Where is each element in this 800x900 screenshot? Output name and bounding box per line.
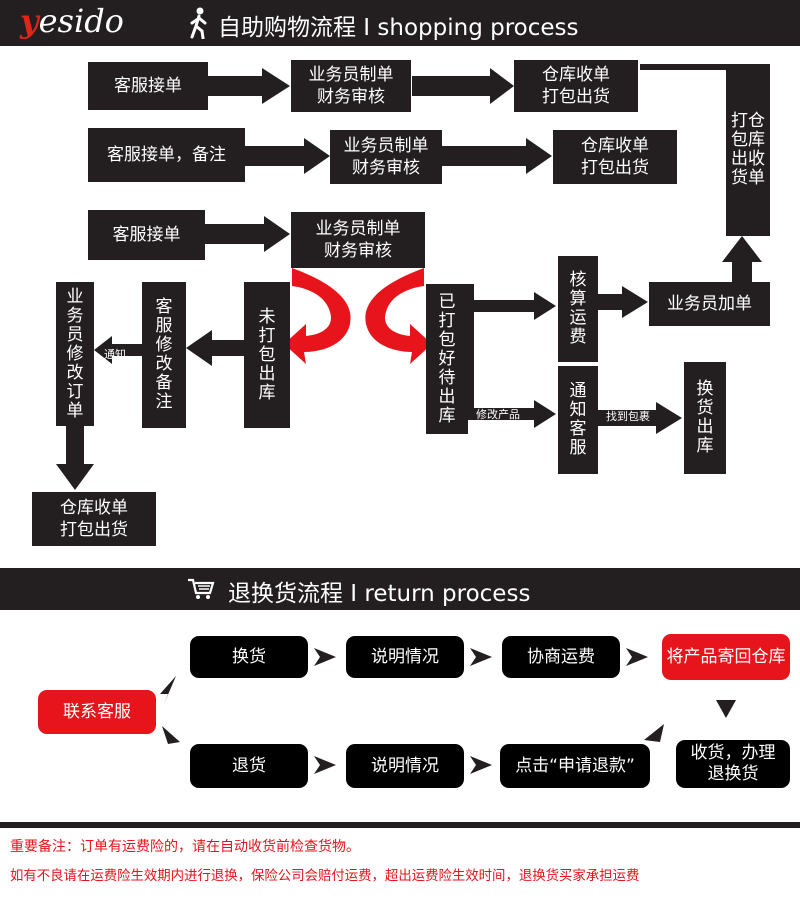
modify-product-label: 修改产品 bbox=[476, 408, 520, 421]
warehouse-pack-ship-2: 仓库收单 打包出货 bbox=[553, 130, 677, 184]
sales-edit-order-box: 业 务 员 修 改 订 单 bbox=[56, 282, 94, 426]
return-header-bar: 退换货流程 I return process bbox=[0, 568, 800, 610]
contact-cs-box: 联系客服 bbox=[38, 690, 156, 734]
brand-logo: yesido bbox=[20, 2, 124, 40]
find-parcel-label: 找到包裹 bbox=[606, 410, 650, 423]
shopping-process-title: 自助购物流程 I shopping process bbox=[218, 15, 579, 41]
flow-arrows bbox=[56, 64, 762, 490]
warehouse-pack-ship-3: 仓库收单 打包出货 bbox=[32, 492, 156, 546]
warehouse-pack-ship-1: 仓库收单 打包出货 bbox=[514, 60, 638, 112]
notify-label: 通知 bbox=[104, 348, 126, 361]
sales-order-finance-review-1: 业务员制单 财务审核 bbox=[291, 60, 411, 112]
not-packed-box: 未 打 包 出 库 bbox=[244, 282, 290, 428]
shopping-header-bar: yesido 自助购物流程 I shopping process bbox=[0, 0, 800, 46]
red-split-arrows bbox=[284, 268, 432, 364]
return-process-title: 退换货流程 I return process bbox=[228, 581, 531, 607]
cs-edit-note-box: 客 服 修 改 备 注 bbox=[142, 282, 186, 428]
exchange-box: 换货 bbox=[190, 636, 308, 678]
explain-box-2: 说明情况 bbox=[346, 744, 464, 788]
add-product-label: 加产品 bbox=[480, 318, 513, 331]
cs-receive-order-3: 客服接单 bbox=[88, 210, 205, 260]
packed-waiting-box: 已 打 包 好 待 出 库 bbox=[426, 284, 468, 434]
calc-freight-box: 核 算 运 费 bbox=[558, 256, 598, 362]
notes-divider bbox=[0, 822, 800, 828]
warehouse-pack-ship-vertical: 打仓 包库 出收 货单 bbox=[726, 64, 770, 236]
send-back-box: 将产品寄回仓库 bbox=[662, 634, 790, 680]
notify-cs-box: 通 知 客 服 bbox=[558, 366, 598, 474]
note-line-2: 如有不良请在运费险生效期内进行退换，保险公司会赔付运费，超出运费险生效时间，退换… bbox=[10, 869, 640, 884]
sales-order-finance-review-2: 业务员制单 财务审核 bbox=[330, 130, 442, 184]
exchange-ship-box: 换 货 出 库 bbox=[684, 362, 726, 474]
shopping-cart-icon bbox=[188, 578, 215, 599]
cs-receive-order-1: 客服接单 bbox=[88, 62, 208, 110]
sales-add-order-box: 业务员加单 bbox=[649, 282, 770, 326]
cs-receive-order-note: 客服接单，备注 bbox=[88, 128, 245, 182]
refund-box: 退货 bbox=[190, 744, 308, 788]
walking-person-icon bbox=[190, 7, 207, 39]
apply-refund-box: 点击“申请退款” bbox=[500, 744, 650, 788]
receive-process-box: 收货，办理 退换货 bbox=[676, 740, 790, 788]
brand-logo-rest: esido bbox=[38, 2, 124, 40]
shopping-flow-arrows bbox=[56, 64, 762, 490]
negotiate-freight-box: 协商运费 bbox=[502, 636, 620, 678]
note-line-1: 重要备注：订单有运费险的，请在自动收货前检查货物。 bbox=[10, 839, 360, 855]
sales-order-finance-review-3: 业务员制单 财务审核 bbox=[291, 212, 425, 268]
explain-box-1: 说明情况 bbox=[346, 636, 464, 678]
